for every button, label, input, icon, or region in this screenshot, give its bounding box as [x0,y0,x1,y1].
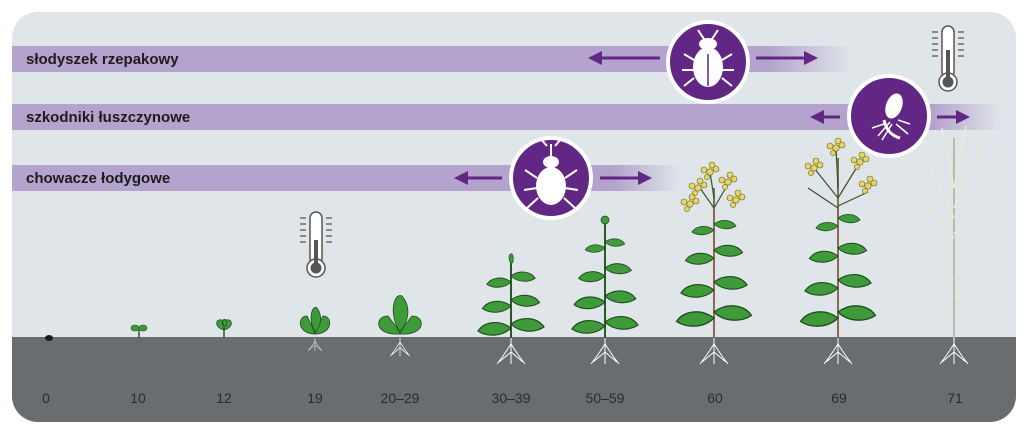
arrow-right-icon [756,51,818,65]
stage-label: 50–59 [585,390,625,406]
stage-label: 30–39 [491,390,531,406]
stage-label: 71 [947,390,963,406]
plant-stage-10 [130,324,148,338]
plant-stage-50-59 [571,215,639,365]
stage-label: 19 [307,390,323,406]
band-label-pod-pests: szkodniki łuszczynowe [26,108,191,126]
soil [12,337,1016,422]
stage-label: 12 [216,390,232,406]
stage-label: 20–29 [380,390,420,406]
pollen-beetle-icon [666,20,750,104]
stage-label: 0 [42,390,50,406]
seed [45,335,53,341]
stage-label: 10 [130,390,146,406]
arrow-left-icon [454,171,502,185]
plant-stage-30-39 [477,253,545,365]
plant-stage-60 [675,161,753,365]
gall-midge-icon [847,74,931,158]
arrow-left-icon [588,51,660,65]
stem-weevil-icon [509,136,593,220]
thermometer-icon [932,25,964,92]
scene-graphics [45,20,993,365]
band-label-pollen-beetle: słodyszek rzepakowy [26,50,179,68]
plant-stage-19 [299,306,331,352]
diagram-panel: słodyszek rzepakowy szkodniki łuszczynow… [12,12,1016,422]
band-label-stem-weevils: chowacze łodygowe [26,169,171,187]
arrow-right-icon [937,110,970,124]
plant-stage-71 [915,125,993,365]
plant-stage-12 [216,318,232,338]
arrow-left-icon [810,110,840,124]
stage-label: 69 [831,390,847,406]
plant-stage-69 [799,137,878,365]
thermometer-icon [300,211,332,278]
arrow-right-icon [600,171,652,185]
plant-stage-20-29 [378,295,422,357]
stage-label: 60 [707,390,723,406]
